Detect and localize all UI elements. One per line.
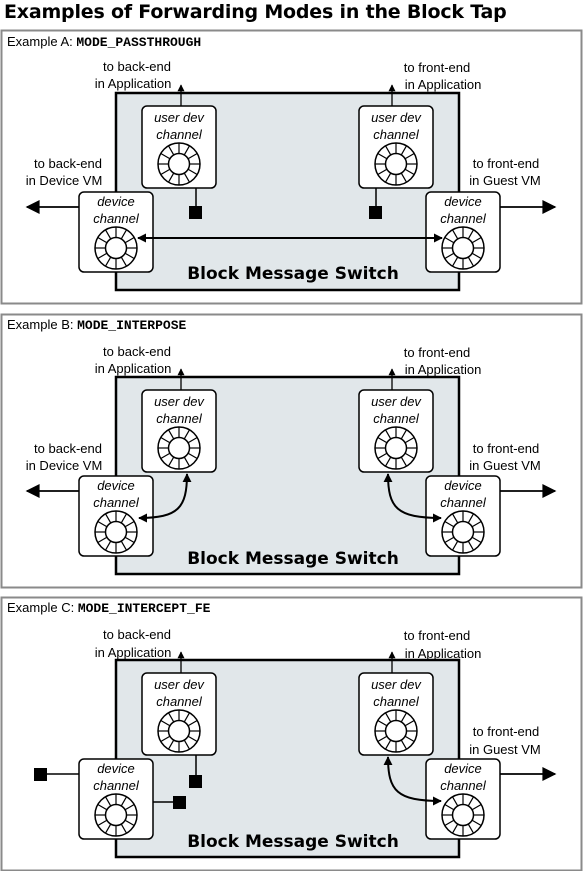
user-dev-channel-left: user dev channel <box>141 105 217 189</box>
app-frontend-label-line2: in Application <box>405 362 482 377</box>
app-frontend-label-line1: to front-end <box>404 628 471 643</box>
user-dev-channel-left: user dev channel <box>141 672 217 756</box>
vm-frontend-label-line2: in Guest VM <box>469 173 541 188</box>
example-b-panel: Example B: MODE_INTERPOSE Block Message … <box>0 313 583 589</box>
vm-frontend-label-line1: to front-end <box>473 156 540 171</box>
interpose-link-left <box>138 473 192 523</box>
terminator-icon <box>153 796 186 809</box>
ring-icon <box>94 510 138 554</box>
device-channel-left: device channel <box>78 758 154 840</box>
app-frontend-label-line1: to front-end <box>404 345 471 360</box>
ring-icon <box>94 793 138 837</box>
vm-backend-label-line1: to back-end <box>34 156 102 171</box>
intercept-link-right <box>383 756 442 806</box>
example-heading: Example B: MODE_INTERPOSE <box>7 317 187 333</box>
app-backend-label-line1: to back-end <box>103 627 171 642</box>
app-backend-label-line1: to back-end <box>103 59 171 74</box>
device-channel-left: device channel <box>78 475 154 557</box>
ring-icon <box>441 226 485 270</box>
device-channel-right: device channel <box>425 475 501 557</box>
ring-icon <box>157 709 201 753</box>
app-backend-label-line2: in Application <box>95 76 172 91</box>
terminator-icon <box>189 188 202 219</box>
ring-icon <box>374 709 418 753</box>
user-dev-channel-right: user dev channel <box>358 105 434 189</box>
ring-icon <box>374 426 418 470</box>
example-heading: Example C: MODE_INTERCEPT_FE <box>7 600 211 616</box>
app-backend-label-line2: in Application <box>95 645 172 660</box>
svg-text:channel: channel <box>373 694 420 709</box>
panel-border <box>0 29 583 305</box>
svg-text:channel: channel <box>156 694 203 709</box>
ring-icon <box>374 142 418 186</box>
svg-text:device: device <box>97 761 135 776</box>
svg-text:device: device <box>444 478 482 493</box>
ring-icon <box>157 426 201 470</box>
svg-text:channel: channel <box>440 211 487 226</box>
app-frontend-label-line2: in Application <box>405 646 482 661</box>
switch-label: Block Message Switch <box>187 832 399 852</box>
vm-frontend-label-line2: in Guest VM <box>469 742 541 757</box>
device-channel-right: device channel <box>425 191 501 273</box>
svg-text:device: device <box>97 194 135 209</box>
vm-frontend-label-line1: to front-end <box>473 724 540 739</box>
switch-label: Block Message Switch <box>187 264 399 284</box>
switch-label: Block Message Switch <box>187 549 399 569</box>
ring-icon <box>157 142 201 186</box>
device-channel-left: device channel <box>78 191 154 273</box>
svg-text:channel: channel <box>440 778 487 793</box>
svg-text:user dev: user dev <box>371 110 422 125</box>
svg-text:user dev: user dev <box>154 110 205 125</box>
device-channel-right: device channel <box>425 758 501 840</box>
app-frontend-label-line2: in Application <box>405 77 482 92</box>
panel-border <box>0 313 583 589</box>
user-dev-channel-right: user dev channel <box>358 389 434 473</box>
svg-text:channel: channel <box>440 495 487 510</box>
svg-text:user dev: user dev <box>371 677 422 692</box>
svg-text:channel: channel <box>93 495 140 510</box>
svg-text:channel: channel <box>156 127 203 142</box>
ring-icon <box>441 510 485 554</box>
page-title: Examples of Forwarding Modes in the Bloc… <box>4 1 507 23</box>
vm-frontend-label-line1: to front-end <box>473 441 540 456</box>
app-frontend-label-line1: to front-end <box>404 60 471 75</box>
vm-backend-label-line1: to back-end <box>34 441 102 456</box>
user-dev-channel-right: user dev channel <box>358 672 434 756</box>
svg-text:user dev: user dev <box>371 394 422 409</box>
svg-text:device: device <box>97 478 135 493</box>
ring-icon <box>94 226 138 270</box>
vm-backend-label-line2: in Device VM <box>26 458 103 473</box>
svg-text:channel: channel <box>93 211 140 226</box>
example-a-panel: Example A: MODE_PASSTHROUGH Block Messag… <box>0 29 583 305</box>
example-heading: Example A: MODE_PASSTHROUGH <box>7 34 201 50</box>
terminator-icon <box>369 188 382 219</box>
vm-backend-label-line2: in Device VM <box>26 173 103 188</box>
vm-frontend-label-line2: in Guest VM <box>469 458 541 473</box>
terminator-icon <box>34 768 79 781</box>
app-backend-label-line1: to back-end <box>103 344 171 359</box>
example-c-panel: Example C: MODE_INTERCEPT_FE Block Messa… <box>0 596 583 871</box>
svg-text:device: device <box>444 761 482 776</box>
user-dev-channel-left: user dev channel <box>141 389 217 473</box>
svg-text:channel: channel <box>373 411 420 426</box>
svg-text:channel: channel <box>93 778 140 793</box>
svg-text:device: device <box>444 194 482 209</box>
svg-text:user dev: user dev <box>154 394 205 409</box>
ring-icon <box>441 793 485 837</box>
interpose-link-right <box>383 473 442 523</box>
svg-text:channel: channel <box>373 127 420 142</box>
svg-text:user dev: user dev <box>154 677 205 692</box>
svg-text:channel: channel <box>156 411 203 426</box>
terminator-icon <box>189 755 202 788</box>
app-backend-label-line2: in Application <box>95 361 172 376</box>
